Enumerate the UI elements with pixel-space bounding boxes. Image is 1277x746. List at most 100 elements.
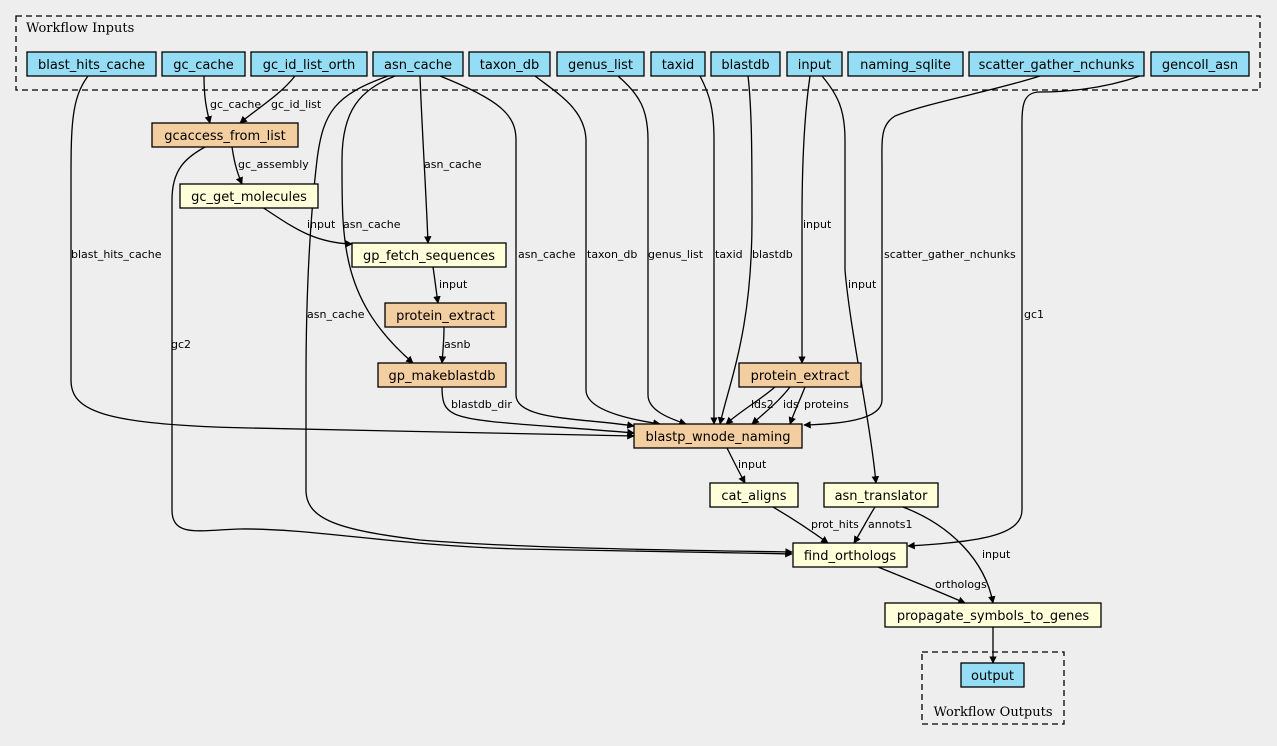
node-output[interactable]: output [960, 662, 1025, 688]
edge-cat_aligns-find_orthologs [772, 506, 829, 544]
edge-taxon_db-blastp [534, 75, 661, 427]
edge-label: input [982, 548, 1011, 561]
node-asn_cache[interactable]: asn_cache [372, 51, 464, 77]
edge-label: orthologs [935, 578, 987, 591]
node-label: asn_translator [835, 489, 929, 504]
node-find_orthologs[interactable]: find_orthologs [792, 542, 908, 568]
node-cat_aligns[interactable]: cat_aligns [709, 482, 799, 508]
edge-label: asnb [444, 338, 470, 351]
node-label: taxid [662, 58, 695, 73]
node-gcaccess_from_list[interactable]: gcaccess_from_list [151, 122, 299, 148]
edge-label: input [307, 218, 336, 231]
node-label: propagate_symbols_to_genes [897, 609, 1090, 624]
node-label: gp_fetch_sequences [363, 249, 495, 264]
node-propagate_symbols_to_genes[interactable]: propagate_symbols_to_genes [884, 602, 1102, 628]
edge-asn_cache-gp_fetch_sequences [419, 75, 432, 244]
edge-blastp-cat_aligns [726, 447, 746, 484]
node-label: find_orthologs [804, 549, 897, 564]
edge-label: input [439, 278, 468, 291]
edge-label: asn_cache [307, 308, 365, 321]
node-label: blast_hits_cache [38, 58, 145, 73]
node-asn_translator[interactable]: asn_translator [823, 482, 939, 508]
edge-label: blastdb [752, 248, 793, 261]
edge-label: input [803, 218, 832, 231]
edge-label: gc_cache [210, 98, 261, 111]
node-label: scatter_gather_nchunks [979, 58, 1135, 73]
edge-label: annots1 [868, 518, 912, 531]
edge-label: taxon_db [587, 248, 637, 261]
edge-blast_hits_cache-blastp [70, 75, 635, 440]
node-label: gc_get_molecules [191, 190, 307, 205]
edge-label: asn_cache [518, 248, 576, 261]
node-input[interactable]: input [786, 51, 843, 77]
workflow-outputs-label: Workflow Outputs [934, 705, 1053, 720]
node-gencoll_asn[interactable]: gencoll_asn [1150, 51, 1250, 77]
edge-label: prot_hits [811, 518, 859, 531]
node-label: genus_list [568, 58, 633, 73]
edge-label: proteins [804, 398, 849, 411]
node-blast_hits_cache[interactable]: blast_hits_cache [26, 51, 157, 77]
node-gp_fetch_sequences[interactable]: gp_fetch_sequences [351, 242, 507, 268]
node-label: input [798, 58, 831, 73]
edge-asn_cache-gp_makeblastdb [341, 75, 414, 364]
node-gc_cache[interactable]: gc_cache [161, 51, 246, 77]
node-label: gp_makeblastdb [389, 369, 496, 384]
edge-taxid-blastp [699, 75, 718, 425]
node-scatter_gather_nchunks[interactable]: scatter_gather_nchunks [968, 51, 1145, 77]
edge-label: gc_id_list [271, 98, 322, 111]
node-gc_get_molecules[interactable]: gc_get_molecules [179, 183, 319, 209]
edge-label: genus_list [648, 248, 704, 261]
node-gp_makeblastdb[interactable]: gp_makeblastdb [377, 362, 507, 388]
edge-gp_makeblastdb-blastp [441, 386, 635, 437]
node-blastp_wnode_naming[interactable]: blastp_wnode_naming [633, 423, 803, 449]
node-taxon_db[interactable]: taxon_db [468, 51, 551, 77]
edge-label: asn_cache [343, 218, 401, 231]
node-label: naming_sqlite [860, 58, 951, 73]
edge-protein_extract-gp_makeblastdb [438, 326, 447, 364]
node-genus_list[interactable]: genus_list [556, 51, 645, 77]
edge-label: gc2 [171, 338, 191, 351]
node-label: gcaccess_from_list [164, 129, 286, 144]
edge-asn_translator-propagate [902, 506, 996, 604]
edge-gcaccess-find_orthologs [171, 146, 793, 558]
edge-label: gc1 [1024, 308, 1044, 321]
edge-label: taxid [715, 248, 743, 261]
node-label: blastp_wnode_naming [646, 430, 791, 445]
edge-label: scatter_gather_nchunks [884, 248, 1016, 261]
node-naming_sqlite[interactable]: naming_sqlite [847, 51, 964, 77]
edge-genus_list-blastp [617, 75, 687, 426]
edge-label: lds2 [751, 398, 774, 411]
node-taxid[interactable]: taxid [650, 51, 706, 77]
edge-label: input [738, 458, 767, 471]
edge-label: ids [783, 398, 799, 411]
edges [70, 75, 1141, 664]
edge-label: blast_hits_cache [71, 248, 162, 261]
edge-label: gc_assembly [238, 158, 309, 171]
node-label: gencoll_asn [1162, 58, 1238, 73]
node-label: taxon_db [480, 58, 540, 73]
edge-gc_get_molecules-gp_fetch_sequences [261, 206, 353, 248]
edge-label: blastdb_dir [451, 398, 512, 411]
node-label: cat_aligns [721, 489, 786, 504]
edge-asn_cache-find_orthologs [305, 75, 793, 556]
node-protein_extract-1[interactable]: protein_extract [384, 302, 507, 328]
node-blastdb[interactable]: blastdb [710, 51, 781, 77]
edge-protein_extract-blastp-ids [751, 386, 791, 425]
edge-input-protein_extract [798, 75, 811, 364]
node-label: protein_extract [396, 309, 495, 324]
edge-scatter_gather-blastp [803, 75, 1041, 429]
edge-protein_extract-blastp-lds2 [725, 386, 776, 425]
edge-asn_translator-find_orthologs [853, 506, 876, 544]
edge-gp_fetch_sequences-protein_extract [432, 266, 441, 304]
edge-protein_extract-blastp-proteins [788, 386, 806, 425]
node-protein_extract-2[interactable]: protein_extract [738, 362, 862, 388]
edge-find_orthologs-propagate [877, 566, 966, 604]
edge-gcaccess-gc_get_molecules [231, 146, 243, 185]
edge-labels: gc_cache gc_id_list gc_assembly input as… [71, 98, 1044, 591]
node-label: blastdb [721, 58, 769, 73]
node-gc_id_list_orth[interactable]: gc_id_list_orth [250, 51, 368, 77]
edge-gc_cache-gcaccess [203, 75, 212, 124]
workflow-inputs-cluster: Workflow Inputs [15, 15, 1261, 91]
